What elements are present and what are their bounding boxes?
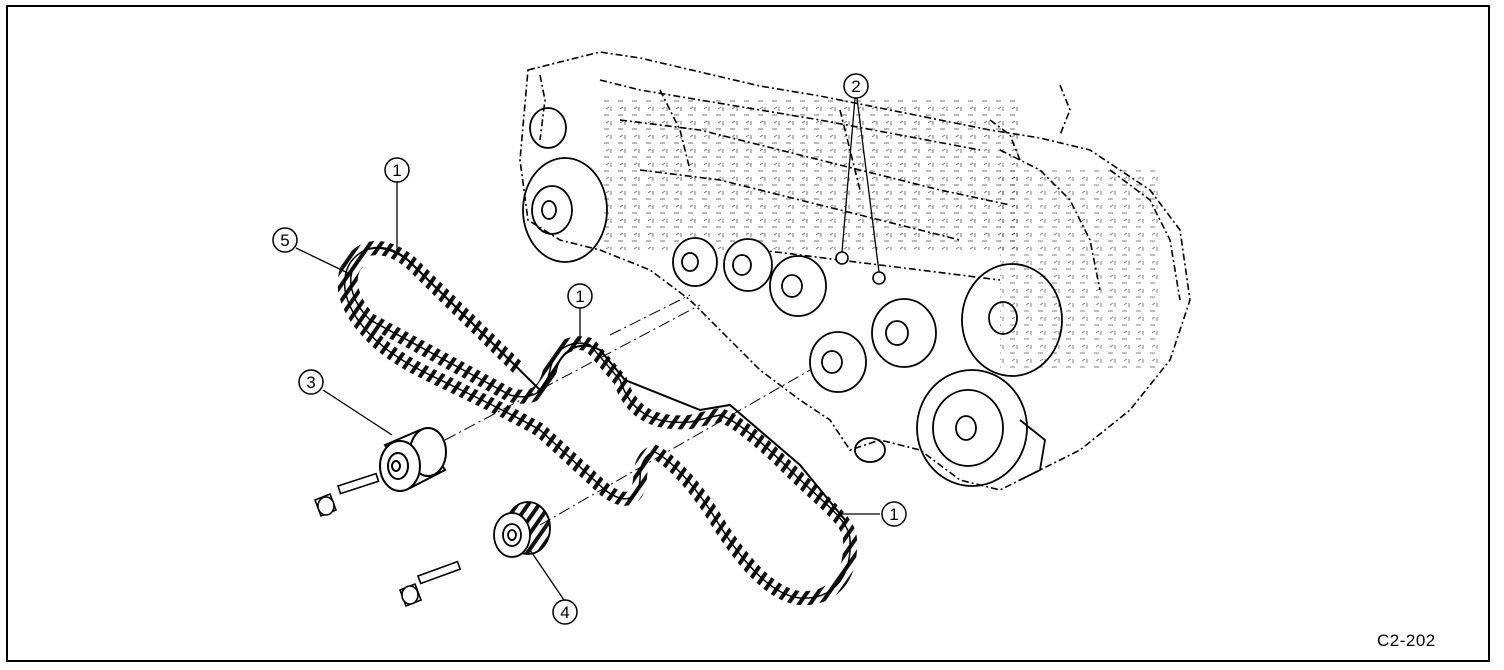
bolt-idler-3: [313, 472, 380, 518]
figure-code: C2-202: [1377, 631, 1436, 650]
callout-1-top: 1: [384, 157, 410, 183]
alignment-lines: [444, 294, 811, 526]
svg-text:1: 1: [392, 161, 401, 180]
crankshaft-pulley: [854, 369, 1046, 487]
callout-3: 3: [298, 369, 324, 395]
timing-belt: [337, 241, 858, 606]
callout-1-middle: 1: [567, 283, 593, 309]
engine-idler-pulleys: [672, 237, 937, 393]
leader-lines: [295, 97, 880, 601]
callout-5: 5: [272, 227, 298, 253]
idler-pulley-4: [493, 501, 551, 558]
svg-text:1: 1: [889, 505, 898, 524]
callout-1-right: 1: [881, 501, 907, 527]
callout-2: 2: [843, 73, 869, 99]
engine-detail-hatching-right: [1000, 170, 1160, 370]
engine-detail-hatching: [600, 100, 1020, 250]
svg-text:2: 2: [851, 77, 860, 96]
diagram-frame: [6, 5, 1490, 662]
svg-text:5: 5: [280, 231, 289, 250]
callout-4: 4: [552, 599, 578, 625]
svg-text:3: 3: [306, 373, 315, 392]
svg-text:1: 1: [575, 287, 584, 306]
idler-pulley-3: [379, 427, 447, 492]
bolt-idler-4: [398, 560, 462, 608]
left-cam-pulley: [522, 107, 608, 263]
right-cam-pulley: [961, 263, 1063, 377]
svg-text:4: 4: [560, 603, 569, 622]
